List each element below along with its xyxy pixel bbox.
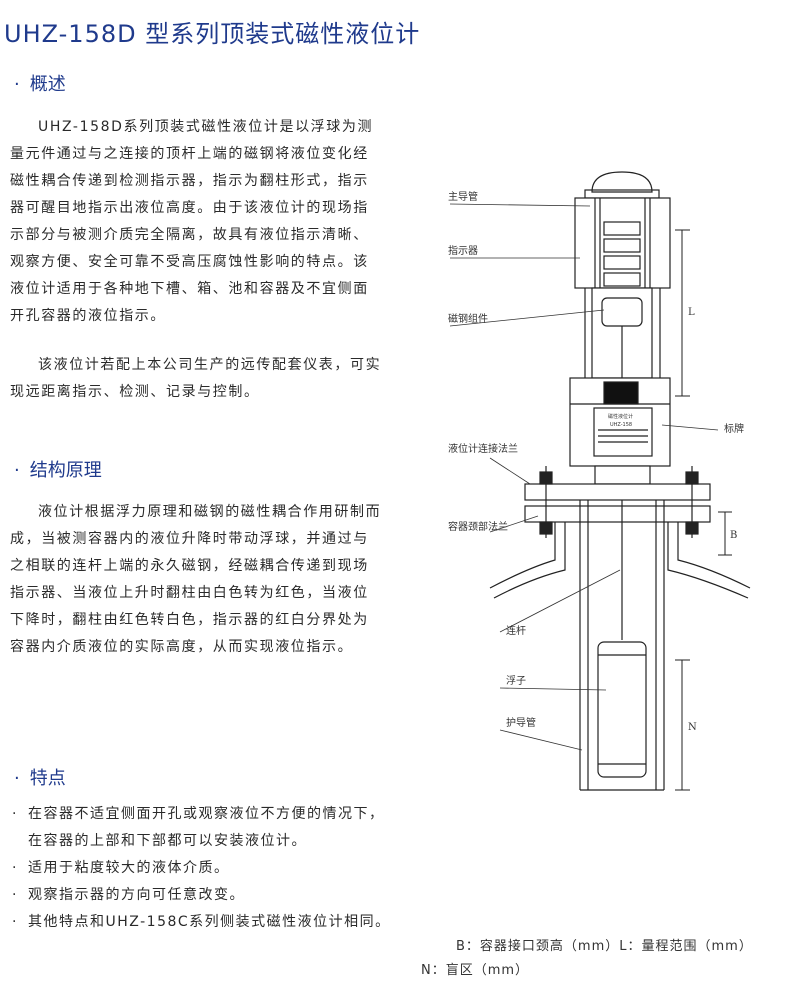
- list-item: · 适用于粘度较大的液体介质。: [12, 855, 392, 882]
- list-bullet: ·: [12, 914, 18, 930]
- list-item: · 在容器不适宜侧面开孔或观察液位不方便的情况下，在容器的上部和下部都可以安装液位…: [12, 801, 392, 855]
- list-bullet: ·: [12, 806, 18, 822]
- overview-paragraph-1: UHZ-158D系列顶装式磁性液位计是以浮球为测量元件通过与之连接的顶杆上端的磁…: [10, 119, 374, 324]
- magnet-assembly: [601, 297, 643, 327]
- dim-label-L: L: [688, 307, 695, 318]
- dim-label-N: N: [688, 722, 697, 733]
- neck-flange: [524, 505, 711, 523]
- label-float: 浮子: [506, 675, 526, 687]
- label-nameplate: 标牌: [724, 422, 744, 435]
- dim-label-B: B: [730, 530, 737, 541]
- overview-paragraph-2: 该液位计若配上本公司生产的远传配套仪表，可实现远距离指示、检测、记录与控制。: [10, 357, 382, 400]
- section-bullet: ·: [14, 768, 20, 789]
- top-cap: [591, 171, 653, 193]
- feature-list: · 在容器不适宜侧面开孔或观察液位不方便的情况下，在容器的上部和下部都可以安装液位…: [12, 801, 392, 936]
- label-guard: 护导管: [506, 716, 536, 729]
- level-gauge-diagram: 主导管 指示器 磁钢组件 标牌 液位计连接法兰 容器颈部法兰 连杆 浮子 护导管…: [448, 171, 751, 791]
- connection-flange: [524, 483, 711, 501]
- section-heading-principle: · 结构原理: [14, 456, 102, 482]
- list-item-text: 观察指示器的方向可任意改变。: [28, 887, 245, 903]
- list-item-text: 适用于粘度较大的液体介质。: [28, 860, 230, 876]
- label-neck-flange: 容器颈部法兰: [448, 520, 508, 533]
- list-item: · 观察指示器的方向可任意改变。: [12, 882, 392, 909]
- page-title: UHZ-158D 型系列顶装式磁性液位计: [4, 20, 421, 48]
- indicator-housing: [574, 197, 671, 289]
- label-flange-conn: 液位计连接法兰: [448, 442, 518, 455]
- list-bullet: ·: [12, 887, 18, 903]
- list-item-text: 其他特点和UHZ-158C系列侧装式磁性液位计相同。: [28, 914, 391, 930]
- list-bullet: ·: [12, 860, 18, 876]
- legend-line-2: N：盲区（mm）: [421, 963, 530, 978]
- float: [597, 641, 647, 778]
- plate-text-1: 磁性液位计: [608, 413, 633, 420]
- section-heading-overview: · 概述: [14, 70, 66, 96]
- label-indicator: 指示器: [448, 244, 478, 257]
- label-main-guide: 主导管: [448, 190, 478, 203]
- legend-line-1: B：容器接口颈高（mm）L：量程范围（mm）: [456, 939, 753, 954]
- principle-paragraph: 液位计根据浮力原理和磁钢的磁性耦合作用研制而成，当被测容器内的液位升降时带动浮球…: [10, 504, 382, 655]
- label-magnet: 磁钢组件: [448, 312, 488, 325]
- section-bullet: ·: [14, 460, 20, 481]
- list-item: · 其他特点和UHZ-158C系列侧装式磁性液位计相同。: [12, 909, 392, 936]
- section-heading-label: 结构原理: [29, 460, 102, 481]
- section-heading-label: 概述: [29, 74, 66, 95]
- section-bullet: ·: [14, 74, 20, 95]
- list-item-text: 在容器不适宜侧面开孔或观察液位不方便的情况下，在容器的上部和下部都可以安装液位计…: [28, 806, 385, 849]
- section-heading-features: · 特点: [14, 764, 66, 790]
- vessel-neck: [489, 522, 556, 589]
- section-heading-label: 特点: [29, 768, 66, 789]
- label-rod: 连杆: [506, 624, 526, 637]
- nameplate: [593, 407, 653, 457]
- plate-text-2: UHZ-158: [610, 422, 632, 428]
